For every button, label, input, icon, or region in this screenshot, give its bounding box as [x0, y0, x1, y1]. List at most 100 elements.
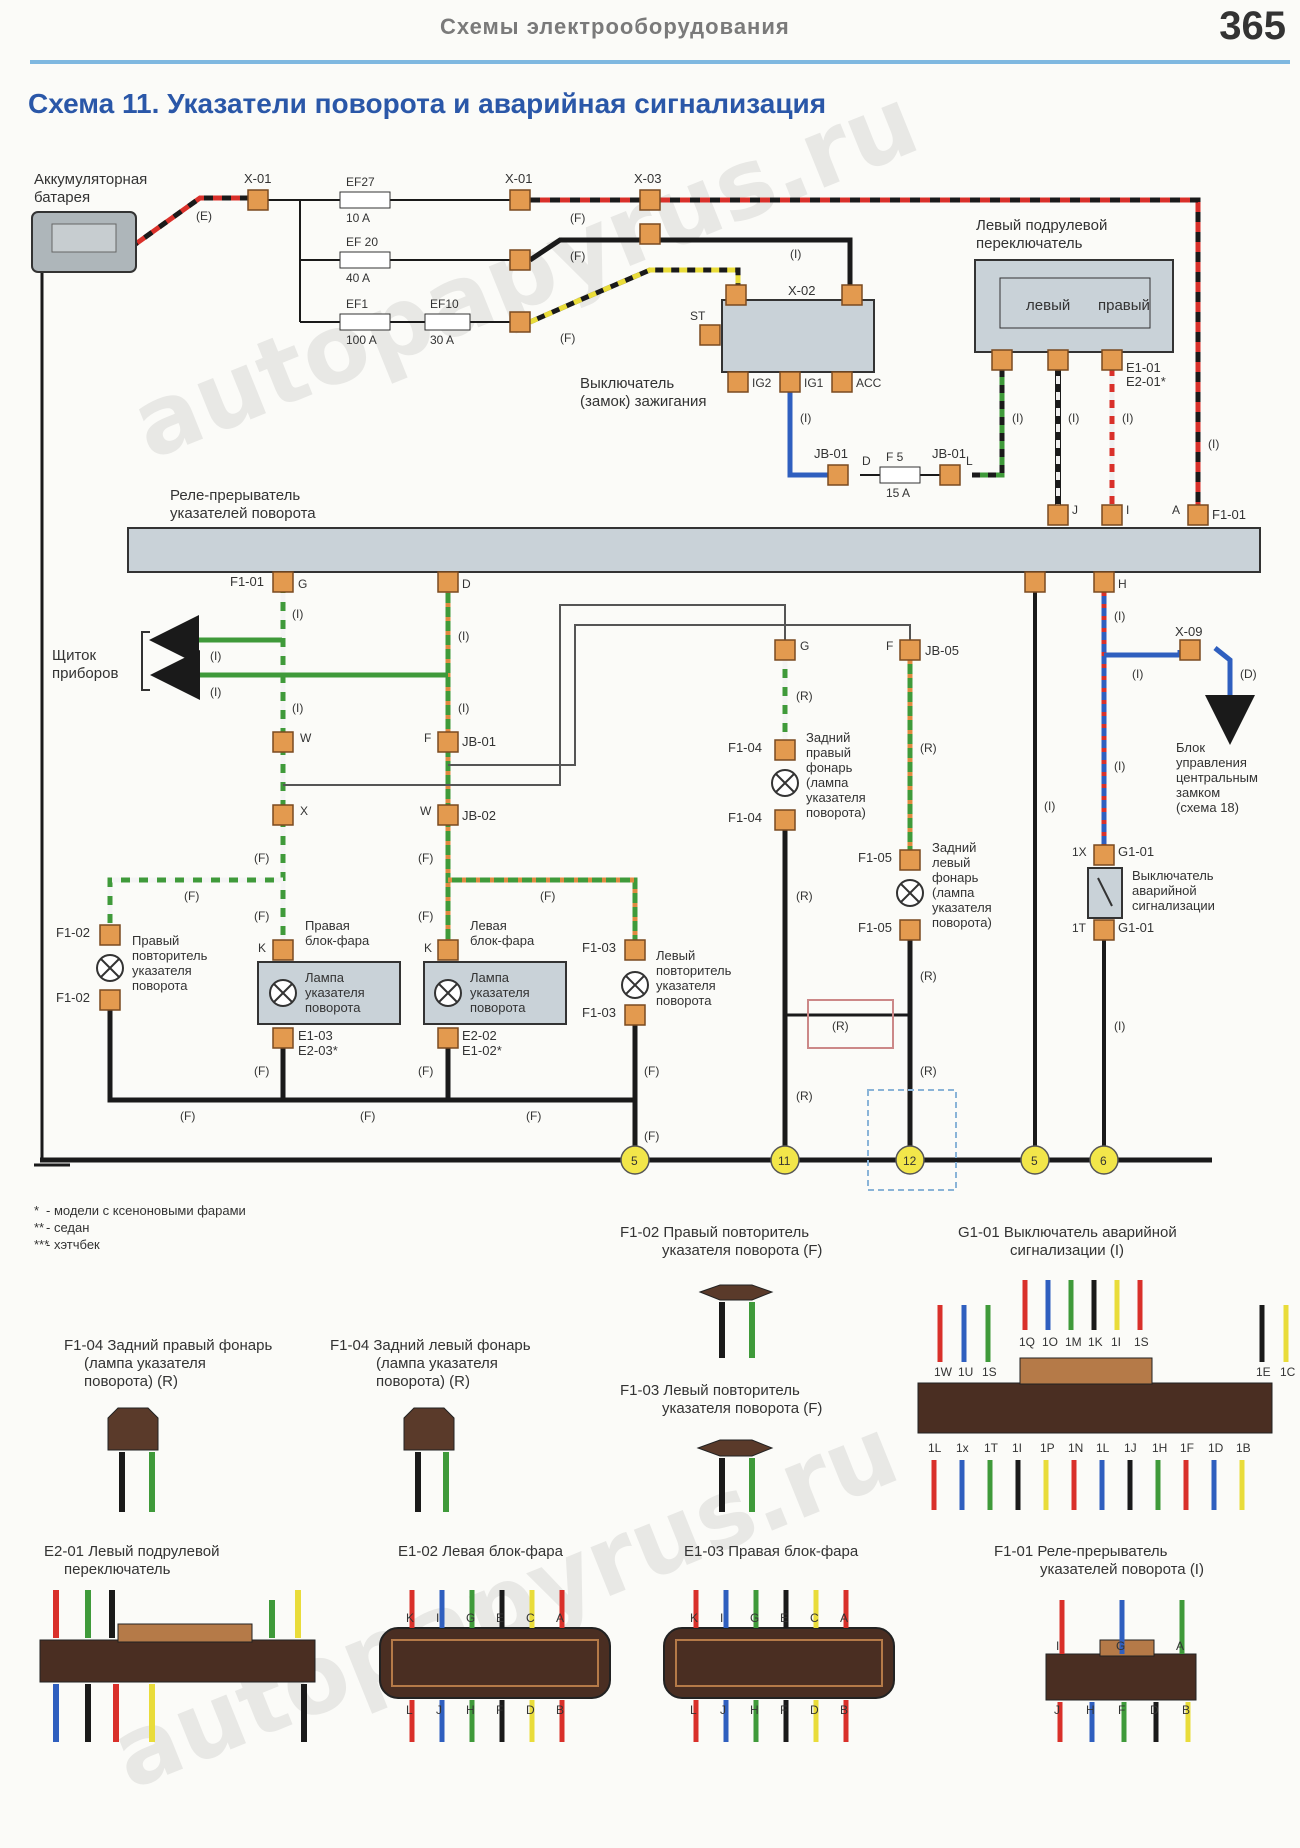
svg-text:F1-02 Правый повторитель: F1-02 Правый повторитель	[620, 1224, 809, 1241]
lr-label-2: повторитель	[656, 963, 732, 978]
svg-text:(F): (F)	[560, 331, 575, 345]
pin-label: G	[1116, 1639, 1125, 1653]
ground-point: 5	[620, 1145, 650, 1175]
svg-text:(лампа указателя: (лампа указателя	[376, 1355, 498, 1372]
column-switch-label-1: Левый подрулевой	[976, 217, 1107, 234]
lbl-g101a: G1-01	[1118, 844, 1154, 859]
svg-text:(I): (I)	[790, 247, 801, 261]
pin-label: L	[690, 1703, 697, 1717]
lbl-g101b: G1-01	[1118, 920, 1154, 935]
pin-label: E	[496, 1611, 504, 1625]
footnotes: * - модели с ксеноновыми фарами ** - сед…	[34, 1203, 246, 1252]
svg-text:EF1: EF1	[346, 297, 368, 311]
pin-label: A	[840, 1611, 848, 1625]
pin-label: 1Q	[1019, 1335, 1035, 1349]
svg-text:(I): (I)	[1044, 799, 1055, 813]
pin-label: 1H	[1152, 1441, 1167, 1455]
svg-text:5: 5	[1031, 1154, 1038, 1168]
svg-text:(I): (I)	[1012, 411, 1023, 425]
lh-label-1: Левая	[470, 918, 507, 933]
header-rule	[30, 60, 1290, 64]
watermark-lower: autopapyrus.ru	[97, 1395, 913, 1812]
column-switch: Левый подрулевой переключатель левый пра…	[974, 217, 1174, 353]
svg-text:(E): (E)	[196, 209, 212, 223]
battery-label-2: батарея	[34, 189, 90, 206]
pin-label: K	[406, 1611, 414, 1625]
rh-label-1: Правая	[305, 918, 350, 933]
lbl-f105b: F1-05	[858, 920, 892, 935]
rh-lamp-1: Лампа	[305, 970, 345, 985]
connector-views: F1-02 Правый повторитель указателя повор…	[39, 1224, 1296, 1742]
svg-text:указателя поворота (F): указателя поворота (F)	[662, 1400, 822, 1417]
switch-left-pos: левый	[1026, 297, 1070, 314]
svg-text:(I): (I)	[210, 685, 221, 699]
left-headlamp: Лампа указателя поворота Левая блок-фара	[423, 918, 567, 1025]
svg-text:5: 5	[631, 1154, 638, 1168]
svg-text:переключатель: переключатель	[64, 1561, 171, 1578]
lbl-jb02: JB-02	[462, 808, 496, 823]
svg-text:(F): (F)	[540, 889, 555, 903]
lbl-f105a: F1-05	[858, 850, 892, 865]
svg-text:(I): (I)	[458, 701, 469, 715]
svg-text:(R): (R)	[796, 889, 813, 903]
svg-text:указателей поворота (I): указателей поворота (I)	[1040, 1561, 1204, 1578]
view-e201: E2-01 Левый подрулевой переключатель	[39, 1543, 316, 1742]
section-title: Схемы электрооборудования	[440, 14, 790, 39]
svg-text:(F): (F)	[418, 1064, 433, 1078]
wire-code-labels: (E) (F) (F) (F) (I) (I) (I) (I) (I) (I) …	[180, 209, 1257, 1143]
svg-text:(I): (I)	[1068, 411, 1079, 425]
svg-text:6: 6	[1100, 1154, 1107, 1168]
pin-label: J	[1054, 1703, 1060, 1717]
pin-label: C	[526, 1611, 535, 1625]
ignition-switch: Выключатель (замок) зажигания	[580, 299, 875, 410]
lbl-e101: E1-01	[1126, 360, 1161, 375]
pin-j: J	[1072, 503, 1078, 517]
pin-label: D	[526, 1703, 535, 1717]
pin-a: A	[1172, 503, 1180, 517]
svg-text:F1-03 Левый повторитель: F1-03 Левый повторитель	[620, 1382, 800, 1399]
pin-d2: D	[462, 577, 471, 591]
rear-r-1: Задний	[806, 730, 850, 745]
pin-label: 1D	[1208, 1441, 1224, 1455]
pin-label: J	[436, 1703, 442, 1717]
pin-label: 1E	[1256, 1365, 1271, 1379]
ground-point: 12	[895, 1145, 925, 1175]
pin-k2: K	[424, 941, 432, 955]
svg-text:(I): (I)	[1132, 667, 1143, 681]
rear-r-3: фонарь	[806, 760, 853, 775]
lh-lamp-3: поворота	[470, 1000, 526, 1015]
pin-label: 1x	[956, 1441, 969, 1455]
rear-r-4: (лампа	[806, 775, 849, 790]
pin-k: K	[258, 941, 266, 955]
lbl-x09: X-09	[1175, 624, 1202, 639]
lh-label-2: блок-фара	[470, 933, 535, 948]
pin-label: J	[720, 1703, 726, 1717]
rear-l-4: (лампа	[932, 885, 975, 900]
view-f104-right: F1-04 Задний правый фонарь (лампа указат…	[64, 1337, 272, 1512]
svg-text:E1-02 Левая блок-фара: E1-02 Левая блок-фара	[398, 1543, 564, 1560]
pin-x: X	[300, 804, 308, 818]
pin-w: W	[300, 731, 312, 745]
lock-3: центральным	[1176, 770, 1258, 785]
pin-l: L	[966, 454, 973, 468]
svg-text:поворота) (R): поворота) (R)	[376, 1373, 470, 1390]
rear-l-6: поворота)	[932, 915, 992, 930]
svg-text:F 5: F 5	[886, 450, 904, 464]
svg-text:(F): (F)	[184, 889, 199, 903]
hazard-label-2: аварийной	[1132, 883, 1197, 898]
lh-lamp-1: Лампа	[470, 970, 510, 985]
rh-lamp-2: указателя	[305, 985, 365, 1000]
rear-l-3: фонарь	[932, 870, 979, 885]
svg-text:(F): (F)	[418, 909, 433, 923]
lbl-f103a: F1-03	[582, 940, 616, 955]
pin-label: 1P	[1040, 1441, 1055, 1455]
lbl-f104b: F1-04	[728, 810, 762, 825]
svg-text:указателя поворота (F): указателя поворота (F)	[662, 1242, 822, 1259]
rr-label-3: указателя	[132, 963, 192, 978]
svg-text:(F): (F)	[644, 1129, 659, 1143]
